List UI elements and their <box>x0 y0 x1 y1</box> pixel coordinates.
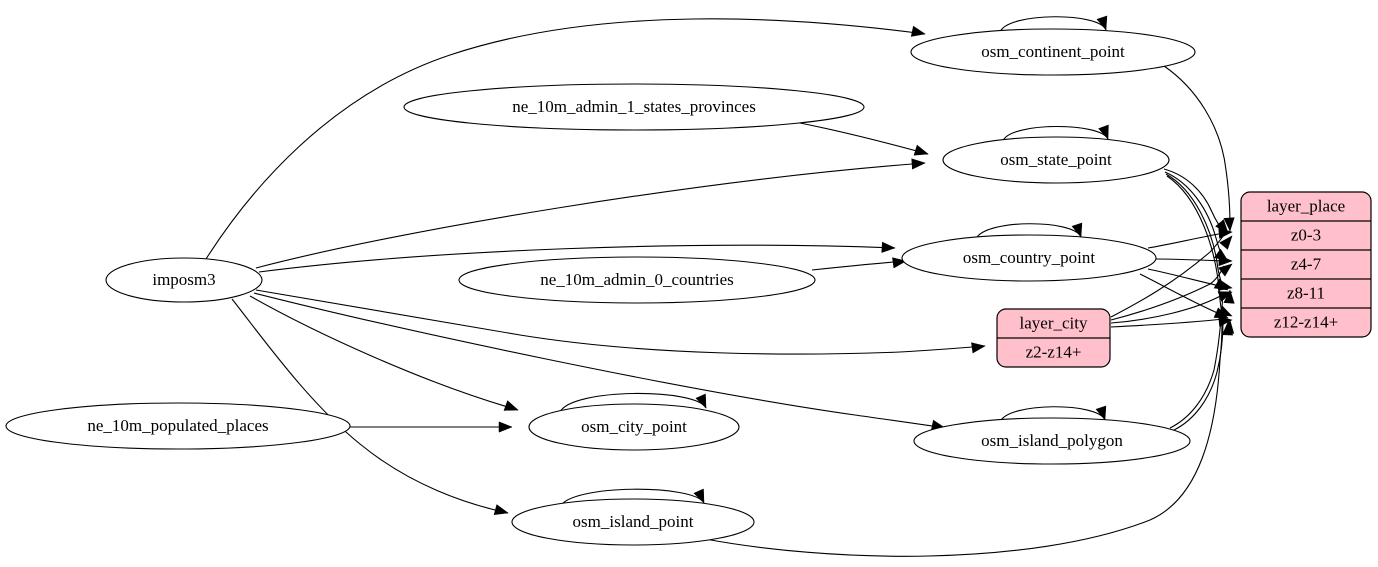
record-node-layer_city[interactable]: layer_city z2-z14+ <box>996 308 1111 368</box>
node-shape-osm_island_point <box>511 498 755 546</box>
edge-osm_state_point-to-osm_state_point <box>1002 125 1109 142</box>
arrowhead <box>695 393 707 409</box>
edge-osm_island_point-to-layer_place-z12-z14+ <box>699 321 1223 557</box>
arrowhead <box>498 421 513 433</box>
node-shape-ne_10m_populated_places <box>5 402 351 450</box>
edge-osm_country_point-to-layer_place-z0-3 <box>1147 232 1225 249</box>
arrowhead-layer <box>493 15 1235 515</box>
edge-layer_city-to-layer_place-z4-7 <box>1110 265 1225 321</box>
node-osm_continent_point[interactable]: osm_continent_point <box>910 28 1196 76</box>
edge-osm_country_point-to-layer_place-z4-7 <box>1154 258 1225 262</box>
edge-osm_country_point-to-osm_country_point <box>975 223 1082 240</box>
node-osm_city_point[interactable]: osm_city_point <box>528 403 740 451</box>
node-imposm3[interactable]: imposm3 <box>105 257 263 303</box>
arrowhead <box>1223 217 1235 232</box>
edge-imposm3-to-osm_country_point <box>258 244 896 273</box>
arrowhead <box>1098 124 1109 140</box>
edge-imposm3-to-osm_state_point <box>255 162 926 269</box>
arrowhead <box>1218 227 1233 239</box>
node-shape-ne_10m_admin_1_states_provinces <box>403 83 865 131</box>
edge-osm_continent_point-to-layer_place-z0-3 <box>1163 65 1231 232</box>
node-label-imposm3: imposm3 <box>152 270 215 289</box>
edge-imposm3-to-osm_continent_point <box>205 18 926 260</box>
arrowhead <box>1095 405 1107 421</box>
node-shape-osm_city_point <box>528 403 740 451</box>
node-label-osm_island_polygon: osm_island_polygon <box>981 431 1123 450</box>
arrowhead <box>693 488 705 504</box>
edge-osm_continent_point-to-osm_continent_point <box>999 16 1107 33</box>
edge-layer_city-to-layer_place-z12-z14+ <box>1110 318 1225 328</box>
edge-osm_island_point-to-osm_island_point <box>559 488 705 508</box>
edge-layer <box>205 16 1231 557</box>
edge-osm_island_polygon-to-osm_island_polygon <box>999 406 1106 423</box>
node-shape-osm_island_polygon <box>913 417 1191 465</box>
arrowhead <box>493 504 509 515</box>
edge-osm_state_point-to-layer_place-z8-11 <box>1165 173 1225 289</box>
record-node-layer_place[interactable]: layer_place z0-3 z4-7 z8-11 z12-z14+ <box>1240 191 1372 338</box>
record-row-layer_place-3: z8-11 <box>1287 283 1325 302</box>
arrowhead <box>1223 289 1235 304</box>
arrowhead <box>1096 15 1108 31</box>
record-body-layer_place <box>1240 191 1372 338</box>
arrowhead <box>1221 321 1234 336</box>
node-label-ne_10m_populated_places: ne_10m_populated_places <box>87 416 268 435</box>
node-label-osm_island_point: osm_island_point <box>573 512 694 531</box>
edge-osm_city_point-to-osm_city_point <box>559 392 707 413</box>
edge-imposm3-to-layer_city-z2-z14+ <box>255 289 986 355</box>
edge-osm_island_polygon-to-layer_place-z12-z14+ <box>1173 321 1224 431</box>
record-row-layer_place-4: z12-z14+ <box>1274 312 1338 331</box>
node-shape-osm_country_point <box>901 234 1157 282</box>
arrowhead <box>1218 263 1233 277</box>
node-label-osm_city_point: osm_city_point <box>581 417 687 436</box>
record-row-layer_place-2: z4-7 <box>1291 254 1322 273</box>
arrowhead <box>1217 305 1233 317</box>
node-label-ne_10m_admin_1_states_provinces: ne_10m_admin_1_states_provinces <box>512 97 756 116</box>
arrowhead <box>971 342 986 354</box>
node-ne_10m_admin_0_countries[interactable]: ne_10m_admin_0_countries <box>458 256 816 304</box>
record-title-layer_city-0: layer_city <box>1020 313 1088 332</box>
edge-layer_city-to-layer_place-z8-11 <box>1110 293 1225 324</box>
arrowhead <box>913 144 929 156</box>
record-row-layer_city-1: z2-z14+ <box>1026 342 1082 361</box>
node-osm_island_point[interactable]: osm_island_point <box>511 498 755 546</box>
node-shape-ne_10m_admin_0_countries <box>458 256 816 304</box>
edge-ne_10m_admin_1_states_provinces-to-osm_state_point <box>799 122 929 155</box>
node-osm_country_point[interactable]: osm_country_point <box>901 234 1157 282</box>
node-label-osm_continent_point: osm_continent_point <box>981 42 1125 61</box>
node-shape-osm_continent_point <box>910 28 1196 76</box>
node-ne_10m_populated_places[interactable]: ne_10m_populated_places <box>5 402 351 450</box>
node-label-ne_10m_admin_0_countries: ne_10m_admin_0_countries <box>540 270 734 289</box>
edge-osm_country_point-to-layer_place-z12-z14+ <box>1139 273 1223 316</box>
arrowhead <box>1217 279 1233 291</box>
node-layer: imposm3 ne_10m_admin_1_states_provincesne… <box>5 28 1372 546</box>
record-row-layer_place-1: z0-3 <box>1291 225 1321 244</box>
arrowhead <box>1218 254 1233 267</box>
edge-layer_city-to-layer_place-z0-3 <box>1110 234 1225 318</box>
node-shape-osm_state_point <box>942 136 1170 184</box>
arrowhead <box>503 400 519 411</box>
arrowhead <box>1071 222 1083 238</box>
edge-ne_10m_admin_0_countries-to-osm_country_point <box>811 260 907 271</box>
node-label-osm_state_point: osm_state_point <box>1000 150 1112 169</box>
node-osm_island_polygon[interactable]: osm_island_polygon <box>913 417 1191 465</box>
arrowhead <box>1218 315 1233 327</box>
node-ne_10m_admin_1_states_provinces[interactable]: ne_10m_admin_1_states_provinces <box>403 83 865 131</box>
edge-imposm3-to-osm_island_polygon <box>253 292 946 429</box>
arrowhead <box>881 241 896 253</box>
arrowhead <box>1219 235 1233 250</box>
node-osm_state_point[interactable]: osm_state_point <box>942 136 1170 184</box>
arrowhead <box>910 25 926 37</box>
arrowhead <box>911 158 926 170</box>
node-shape-imposm3 <box>105 257 263 303</box>
node-label-osm_country_point: osm_country_point <box>963 248 1095 267</box>
edge-imposm3-to-osm_island_point <box>231 298 509 514</box>
record-title-layer_place-0: layer_place <box>1267 196 1345 215</box>
edge-imposm3-to-osm_city_point <box>249 295 519 411</box>
